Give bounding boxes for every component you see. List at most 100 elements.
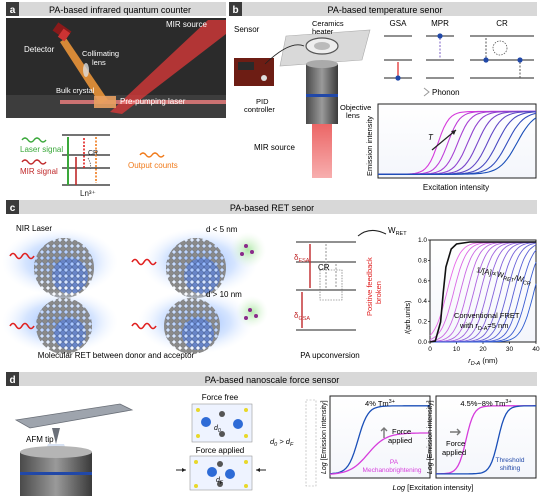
d0-gt-df-label: d0 > dF [270,437,294,448]
x-tick-label: 10 [453,346,461,353]
nir-laser-label: NIR Laser [16,224,52,233]
ceramics-label: Ceramics [312,19,344,28]
force-applied-label: Force applied [196,446,244,455]
force-free-label: Force free [202,393,239,402]
panel-d-header [6,372,537,386]
plot1-force-free-curve [329,405,430,475]
mpr-ion-dot [437,33,443,39]
panel-b-ylabel: Emission intensity [365,116,374,176]
lens-label: lens [92,58,106,67]
delta-gsa-label: δGSA [294,311,310,322]
plot2-applied-label: applied [442,448,466,457]
force-applied-structure [189,455,253,491]
feedback-label-2: broken [374,281,383,304]
panel-b: b PA-based temperature senor Sensor Cera… [229,2,537,192]
bulk-crystal-label: Bulk crystal [56,86,95,95]
cr-label-c: CR [318,263,330,272]
panel-a-energy-diagram [62,134,110,186]
panel-c-caption-mid: PA upconversion [300,351,359,360]
panel-b-header [229,2,537,16]
bulk-crystal-icon [94,96,116,108]
laser-signal-wave-icon [21,137,47,143]
acceptor-molecule-1 [240,244,254,256]
phonon-icon [423,87,430,97]
df-label: dF [216,477,224,486]
panel-a-header [6,2,226,16]
nanoparticle-4 [138,290,268,354]
t-label: T [428,133,434,142]
nanoparticle-1 [2,228,118,298]
plot2-thr-label-1: Threshold [496,457,525,464]
plot2-title: 4.5%~8% Tm3+ [460,399,511,408]
plot1-up-arrow-icon [380,427,388,438]
d-large-label: d > 10 nm [206,290,242,299]
panel-a-letter: a [10,5,16,16]
y-tick-label: 1.0 [418,237,427,244]
cr-ion-dot-2 [517,57,523,63]
force-free-structure [191,403,253,443]
plot2-force-label: Force [446,439,465,448]
afm-tip-label: AFM tip [26,435,54,444]
afm-cantilever-icon [14,403,134,429]
lens-icon [83,63,89,77]
panel-d2-chart-frame [435,395,537,479]
nanoparticle-3 [2,290,118,354]
conv-fret-label-1: Conventional FRET [454,311,520,320]
panel-c-level-diagram [296,229,387,331]
gsa-label: GSA [390,19,408,28]
heater-label: heater [312,27,334,36]
mir-source-label-b: MIR source [254,143,295,152]
nanoparticle-2 [142,228,266,298]
detector-label: Detector [24,45,55,54]
panel-b-title: PA-based temperature senor [328,5,443,15]
acceptor-molecule-2 [244,308,258,320]
cr-ion-dot-1 [483,57,489,63]
panel-c-title: PA-based RET senor [230,203,314,213]
detector-icon [52,22,72,42]
panel-d2-curves [435,405,536,475]
y-tick-label: 0.6 [418,278,427,285]
panel-b-xlabel: Excitation intensity [423,183,489,192]
conventional-fret-curve [429,241,536,343]
panel-c-curves [429,241,537,343]
collimating-label: Collimating [82,49,119,58]
panel-c-curve [430,283,537,343]
panel-d-title: PA-based nanoscale force sensor [205,375,339,385]
x-tick-label: 20 [479,346,487,353]
plot2-thr-label-2: shifting [500,465,521,472]
panel-d-xlabel: Log [Excitation intensity] [393,483,474,492]
pre-pump-label: Pre-pumping laser [120,97,186,106]
panel-d-ylabel-2: Log [Emission intensity] [427,400,434,474]
mir-beam [110,20,226,114]
ion-label: Ln³⁺ [80,189,96,198]
panel-d: d PA-based nanoscale force sensor AFM ti… [6,372,537,496]
x-tick-label: 30 [506,346,514,353]
output-wave-icon [139,152,165,158]
panel-b-curve [378,117,537,175]
panel-b-chart-frame [377,103,537,179]
y-tick-label: 0.2 [418,319,427,326]
y-tick-label: 0.8 [418,257,427,264]
w-ret-label: WRET [388,226,407,237]
plot1-force-label: Force [392,427,411,436]
plot2-right-arrow-icon [450,428,461,436]
nir-laser-wave-icon [9,252,35,260]
mir-signal-wave-icon [21,159,47,165]
plot1-title: 4% Tm3+ [365,399,395,408]
panel-d-ylabel-1: Log [Emission intensity] [321,400,328,474]
plot1-applied-label: applied [388,436,412,445]
panel-d1-curves [329,405,431,475]
panel-a-letter-box [6,2,19,16]
plot1-force-applied-curve [329,432,431,475]
panel-c-letter: c [10,203,16,214]
panel-b-level-diagrams [384,35,534,79]
feedback-label-1: Positive feedback [365,257,374,316]
laser-signal-label: Laser signal [20,145,63,154]
mir-signal-label: MIR signal [20,167,58,176]
x-tick-label: 0 [428,346,432,353]
panel-d-letter: d [9,375,15,386]
panel-c-xlabel: rD-A (nm) [468,356,498,367]
mpr-label: MPR [431,19,449,28]
panel-b-curves [378,110,537,175]
